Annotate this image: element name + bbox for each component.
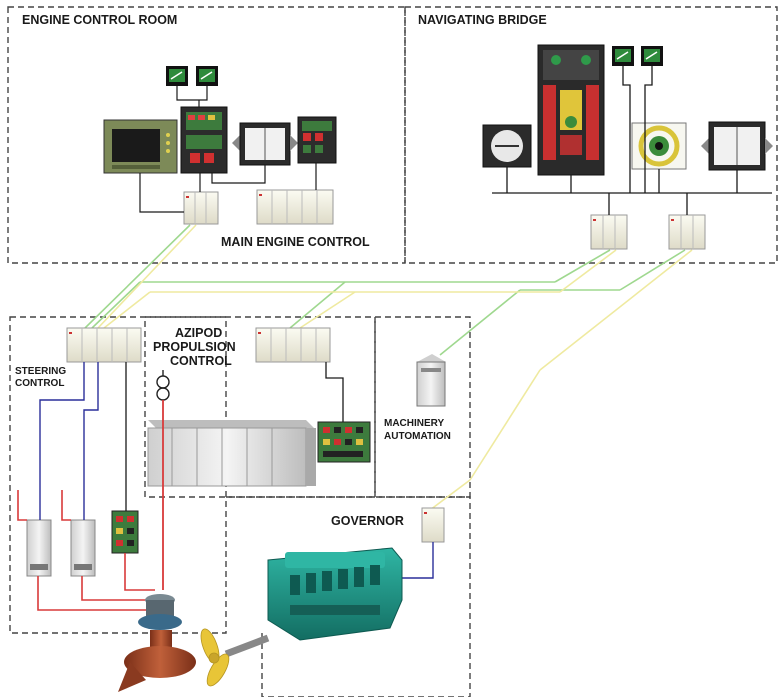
propulsion-display-icon [483,125,531,167]
indicator-gauge-icon [196,66,218,86]
io-module-icon [669,215,705,249]
control-panel-icon [318,422,370,462]
azimuth-indicator-icon [632,123,686,169]
engine-control-room-label: ENGINE CONTROL ROOM [22,14,177,27]
io-module-icon [591,215,627,249]
azipod-label-line3: CONTROL [170,355,232,368]
indicator-gauge-icon [641,46,663,66]
control-panel-icon [538,45,604,175]
machinery-automation-zone [375,317,470,497]
azipod-label-line1: AZIPOD [175,327,222,340]
main-engine-control-label: MAIN ENGINE CONTROL [221,236,370,249]
ecr-equipment [104,66,336,224]
cabinet-icon [27,520,51,576]
machinery-label-line2: AUTOMATION [384,432,451,443]
propeller-icon [197,627,233,689]
switchboard-icon [148,420,316,486]
engine-icon [268,548,402,640]
io-module-icon [256,328,330,362]
governor-equipment [226,508,444,654]
azipod-label-line2: PROPULSION [153,341,236,354]
navigating-bridge-label: NAVIGATING BRIDGE [418,14,547,27]
governor-label: GOVERNOR [331,515,404,528]
bridge-equipment [483,45,773,249]
cabinet-icon [71,520,95,576]
control-panel-icon [112,511,138,553]
control-panel-icon [298,117,336,163]
io-module-icon [422,508,444,542]
indicator-gauge-icon [612,46,634,66]
io-module-icon [184,192,218,224]
indicator-gauge-icon [166,66,188,86]
transformer-icon [157,370,169,400]
machinery-label-line1: MACHINERY [384,419,444,430]
control-panel-icon [181,107,227,173]
steering-label-line1: STEERING [15,367,66,378]
propulsion-display-icon [701,122,773,170]
cabinet-icon [417,354,446,406]
io-module-icon [257,190,333,224]
steering-label-line2: CONTROL [15,379,64,390]
lcd-monitor-icon [104,120,177,173]
propulsion-display-icon [232,123,298,165]
io-module-icon [67,328,141,362]
azipod-unit-icon [118,594,196,692]
